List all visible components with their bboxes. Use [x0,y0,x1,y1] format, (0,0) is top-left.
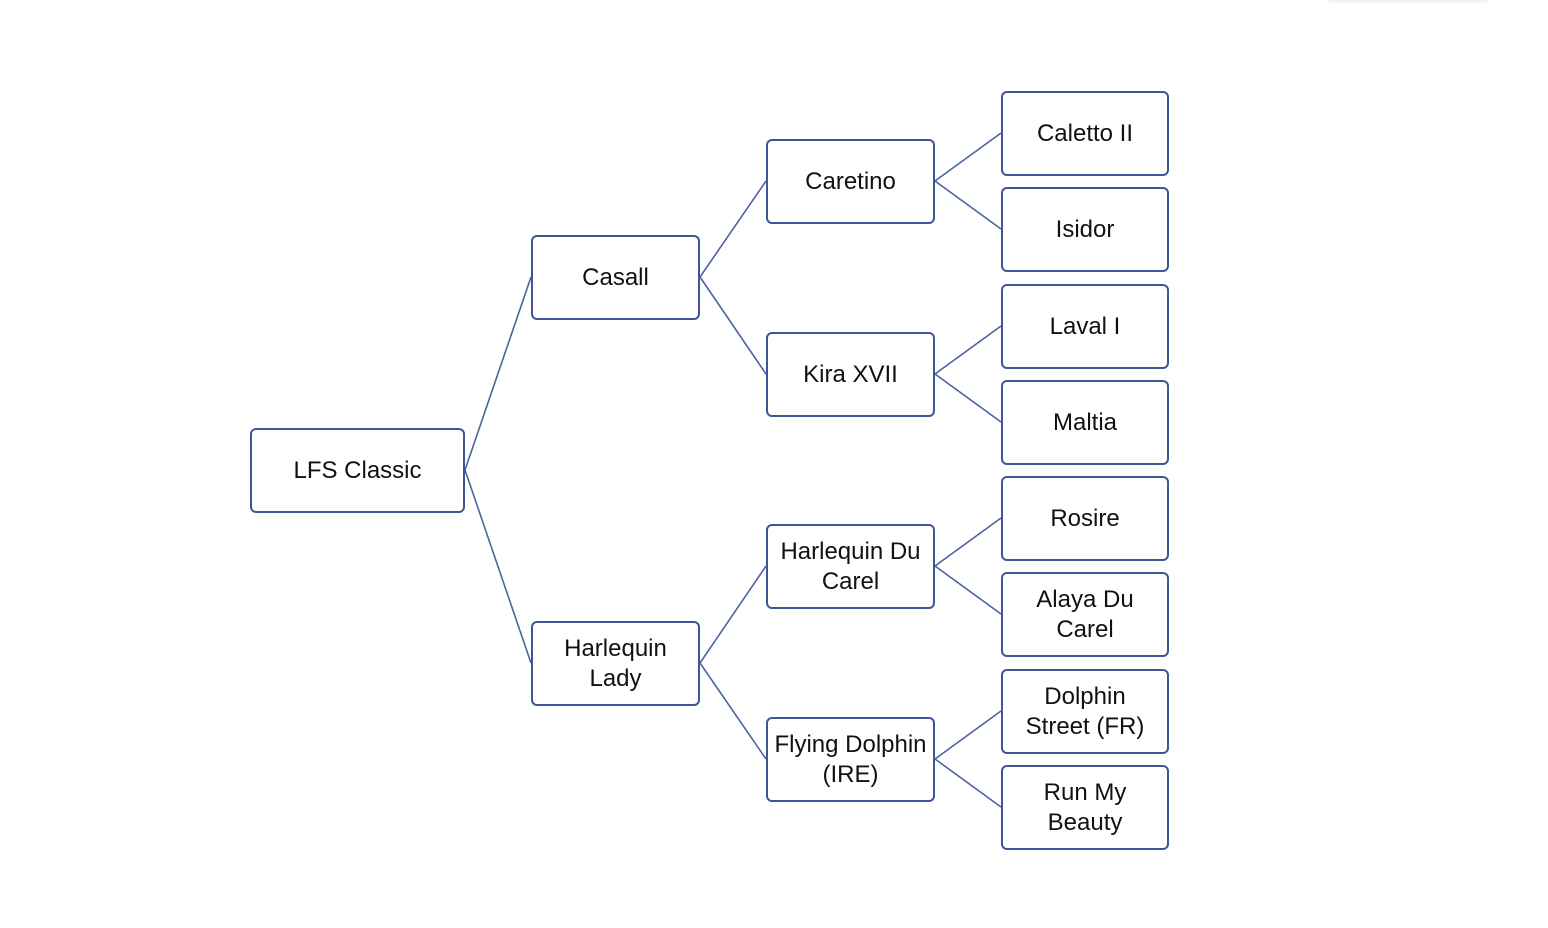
node-label: Harlequin Lady [564,634,667,692]
node-label: Rosire [1050,504,1120,532]
connector-root-harlequin-lady [464,469,532,664]
node-label: Maltia [1052,408,1118,436]
connector-flying-dolphin-dolphin-street [934,710,1002,760]
node-harlequin-du-carel: Harlequin Du Carel [766,524,935,609]
connector-casall-caretino [699,180,767,278]
node-label: Dolphin Street (FR) [1025,682,1145,740]
node-caretino: Caretino [766,139,935,224]
node-label: Run My Beauty [1043,778,1127,836]
connector-caretino-caletto [934,132,1002,182]
node-label: Kira XVII [803,360,898,388]
node-label: Laval I [1049,312,1121,340]
connector-flying-dolphin-run-my-beauty [934,758,1002,808]
node-label: Caletto II [1036,119,1134,147]
connector-harlequin-lady-flying-dolphin [699,662,767,760]
node-kira-xvii: Kira XVII [766,332,935,417]
node-label: LFS Classic [293,456,422,484]
node-label: Caretino [805,167,896,195]
node-label: Isidor [1055,215,1115,243]
node-isidor: Isidor [1001,187,1169,272]
node-label: Flying Dolphin (IRE) [774,730,927,788]
node-caletto-ii: Caletto II [1001,91,1169,176]
connector-caretino-isidor [934,180,1002,230]
node-casall: Casall [531,235,700,320]
connector-kira-laval [934,325,1002,375]
node-laval-i: Laval I [1001,284,1169,369]
node-lfs-classic: LFS Classic [250,428,465,513]
node-dolphin-street: Dolphin Street (FR) [1001,669,1169,754]
connector-casall-kira [699,276,767,375]
node-harlequin-lady: Harlequin Lady [531,621,700,706]
connector-harlequin-du-carel-rosire [934,517,1002,567]
connector-root-casall [464,276,532,471]
connector-harlequin-lady-harlequin-du-carel [699,565,767,664]
window-edge-shadow [1328,0,1488,4]
node-flying-dolphin: Flying Dolphin (IRE) [766,717,935,802]
node-maltia: Maltia [1001,380,1169,465]
connector-harlequin-du-carel-alaya [934,565,1002,615]
node-label: Harlequin Du Carel [780,537,921,595]
node-label: Alaya Du Carel [1036,585,1134,643]
connector-kira-maltia [934,373,1002,423]
node-alaya-du-carel: Alaya Du Carel [1001,572,1169,657]
node-run-my-beauty: Run My Beauty [1001,765,1169,850]
node-label: Casall [582,263,649,291]
node-rosire: Rosire [1001,476,1169,561]
